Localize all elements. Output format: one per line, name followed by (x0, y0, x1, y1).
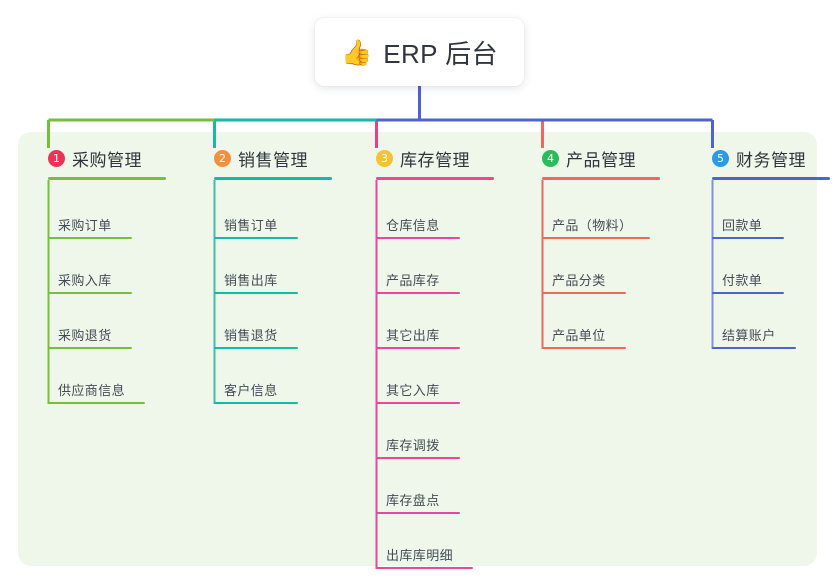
branch-title: 库存管理 (400, 150, 470, 170)
diagram-panel (18, 132, 817, 566)
branch-column-2: 2 销售管理销售订单销售出库销售退货客户信息 (196, 145, 356, 409)
branch-title: 销售管理 (238, 150, 308, 170)
branch-header-5[interactable]: 5 财务管理 (694, 145, 824, 171)
leaf-underline (48, 402, 145, 404)
leaf-underline (214, 402, 298, 404)
leaf-node[interactable]: 其它入库 (358, 354, 523, 409)
leaf-node[interactable]: 库存盘点 (358, 464, 523, 519)
leaf-node[interactable]: 回款单 (694, 189, 824, 244)
leaf-label: 采购退货 (58, 328, 112, 343)
leaf-label: 回款单 (722, 218, 763, 233)
leaf-underline (376, 512, 460, 514)
leaf-label: 其它入库 (386, 383, 440, 398)
leaf-label: 库存调拨 (386, 438, 440, 453)
leaf-node[interactable]: 采购退货 (30, 299, 190, 354)
leaf-node[interactable]: 销售出库 (196, 244, 356, 299)
leaf-label: 结算账户 (722, 328, 776, 343)
leaf-underline (712, 292, 784, 294)
leaf-label: 销售订单 (224, 218, 278, 233)
root-node-label: ERP 后台 (383, 38, 498, 69)
leaf-label: 付款单 (722, 273, 763, 288)
leaf-node[interactable]: 其它出库 (358, 299, 523, 354)
leaf-underline (712, 237, 784, 239)
leaf-node[interactable]: 付款单 (694, 244, 824, 299)
leaf-label: 产品单位 (552, 328, 606, 343)
leaf-underline (542, 347, 626, 349)
leaf-underline (376, 402, 460, 404)
leaf-label: 客户信息 (224, 383, 278, 398)
leaf-underline (542, 292, 626, 294)
leaf-list: 回款单付款单结算账户 (694, 180, 824, 354)
branch-title: 产品管理 (566, 150, 636, 170)
branch-underline (542, 177, 660, 180)
leaf-node[interactable]: 产品库存 (358, 244, 523, 299)
leaf-underline (376, 567, 473, 569)
thumbs-up-icon: 👍 (341, 38, 373, 67)
leaf-node[interactable]: 采购订单 (30, 189, 190, 244)
branch-header-3[interactable]: 3 库存管理 (358, 145, 523, 171)
leaf-label: 库存盘点 (386, 493, 440, 508)
leaf-underline (712, 347, 796, 349)
leaf-label: 供应商信息 (58, 383, 126, 398)
branch-header-1[interactable]: 1 采购管理 (30, 145, 190, 171)
leaf-underline (376, 347, 460, 349)
leaf-label: 采购订单 (58, 218, 112, 233)
leaf-list: 仓库信息产品库存其它出库其它入库库存调拨库存盘点出库库明细 (358, 180, 523, 574)
leaf-label: 其它出库 (386, 328, 440, 343)
branch-header-4[interactable]: 4 产品管理 (524, 145, 694, 171)
leaf-node[interactable]: 库存调拨 (358, 409, 523, 464)
leaf-node[interactable]: 采购入库 (30, 244, 190, 299)
leaf-underline (48, 237, 132, 239)
branch-number-badge: 4 (542, 149, 559, 167)
leaf-label: 仓库信息 (386, 218, 440, 233)
leaf-node[interactable]: 出库库明细 (358, 519, 523, 574)
leaf-underline (542, 237, 650, 239)
leaf-label: 产品库存 (386, 273, 440, 288)
leaf-underline (376, 457, 460, 459)
leaf-label: 产品分类 (552, 273, 606, 288)
branch-underline (48, 177, 166, 180)
branch-title: 财务管理 (736, 150, 806, 170)
leaf-node[interactable]: 结算账户 (694, 299, 824, 354)
leaf-node[interactable]: 供应商信息 (30, 354, 190, 409)
leaf-list: 采购订单采购入库采购退货供应商信息 (30, 180, 190, 409)
branch-number-badge: 2 (214, 149, 231, 167)
branch-number-badge: 1 (48, 149, 65, 167)
branch-header-2[interactable]: 2 销售管理 (196, 145, 356, 171)
branch-underline (376, 177, 494, 180)
leaf-node[interactable]: 产品（物料） (524, 189, 694, 244)
branch-column-1: 1 采购管理采购订单采购入库采购退货供应商信息 (30, 145, 190, 409)
leaf-label: 出库库明细 (386, 548, 454, 563)
leaf-list: 产品（物料） 产品分类产品单位 (524, 180, 694, 354)
branch-column-4: 4 产品管理产品（物料） 产品分类产品单位 (524, 145, 694, 354)
leaf-underline (48, 292, 132, 294)
leaf-underline (48, 347, 132, 349)
leaf-label: 产品（物料） (552, 218, 633, 233)
leaf-node[interactable]: 客户信息 (196, 354, 356, 409)
branch-column-5: 5 财务管理回款单付款单结算账户 (694, 145, 830, 354)
leaf-label: 销售退货 (224, 328, 278, 343)
branch-number-badge: 5 (712, 149, 729, 167)
leaf-label: 销售出库 (224, 273, 278, 288)
branch-number-badge: 3 (376, 149, 393, 167)
leaf-underline (376, 237, 460, 239)
leaf-node[interactable]: 仓库信息 (358, 189, 523, 244)
branch-column-3: 3 库存管理仓库信息产品库存其它出库其它入库库存调拨库存盘点出库库明细 (358, 145, 523, 574)
branch-title: 采购管理 (72, 150, 142, 170)
branch-underline (214, 177, 332, 180)
leaf-node[interactable]: 产品分类 (524, 244, 694, 299)
leaf-list: 销售订单销售出库销售退货客户信息 (196, 180, 356, 409)
root-node[interactable]: 👍 ERP 后台 (315, 18, 524, 86)
leaf-node[interactable]: 销售退货 (196, 299, 356, 354)
leaf-underline (214, 292, 298, 294)
leaf-label: 采购入库 (58, 273, 112, 288)
branch-underline (712, 177, 830, 180)
leaf-node[interactable]: 销售订单 (196, 189, 356, 244)
leaf-underline (376, 292, 460, 294)
leaf-underline (214, 347, 298, 349)
leaf-node[interactable]: 产品单位 (524, 299, 694, 354)
leaf-underline (214, 237, 298, 239)
